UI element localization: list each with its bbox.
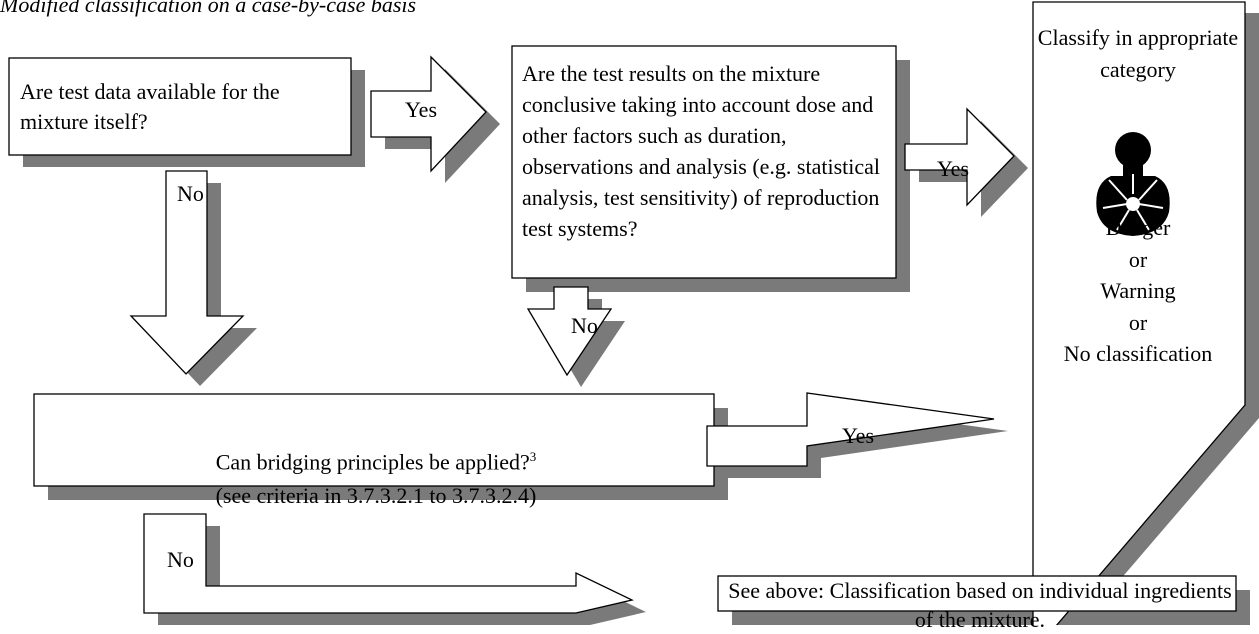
health-hazard-pictogram-icon: [1096, 132, 1170, 236]
no-arrow-q1: [129, 170, 245, 375]
no-label-q2: No: [571, 313, 598, 338]
no-label-q1: No: [177, 181, 204, 206]
q3-line2: (see criteria in 3.7.3.2.1 to 3.7.3.2.4): [215, 483, 537, 509]
result-danger: Danger: [1105, 215, 1171, 240]
result-top: Classify in appropriate category: [1037, 25, 1239, 82]
note-box: [717, 575, 1237, 612]
q3-text: Can bridging principles be applied?3 (se…: [40, 440, 712, 513]
no-label-q3: No: [167, 547, 194, 572]
yes-label-q3: Yes: [842, 423, 875, 448]
yes-label-q2: Yes: [937, 156, 970, 181]
q3-footnote-ref: 3: [529, 449, 537, 464]
yes-arrow-q1: [370, 55, 487, 173]
result-text: Classify in appropriate category Danger …: [1031, 22, 1245, 370]
q3-line1: Can bridging principles be applied?: [215, 449, 530, 475]
yes-arrow-q3: [706, 392, 995, 467]
yes-arrow-q2: [904, 107, 1015, 207]
q1-box: [8, 57, 352, 156]
result-no-classification: No classification: [1063, 341, 1213, 366]
no-arrow-q2: [526, 286, 613, 377]
q3-box: [33, 393, 715, 487]
q1-text: Are test data available for the mixture …: [20, 79, 280, 134]
q2-box: [511, 45, 897, 279]
result-or-2: or: [1128, 309, 1148, 335]
q2-text: Are the test results on the mixture conc…: [522, 61, 881, 241]
result-box: [1032, 1, 1246, 625]
yes-label-q1: Yes: [405, 97, 438, 122]
note-text: See above: Classification based on indiv…: [728, 578, 1232, 632]
diagram-heading: Modified classification on a case-by-cas…: [0, 0, 417, 17]
result-warning: Warning: [1100, 278, 1176, 303]
flow-shapes: [8, 1, 1246, 625]
no-arrow-q3: [143, 513, 634, 614]
result-or-1: or: [1128, 246, 1148, 272]
